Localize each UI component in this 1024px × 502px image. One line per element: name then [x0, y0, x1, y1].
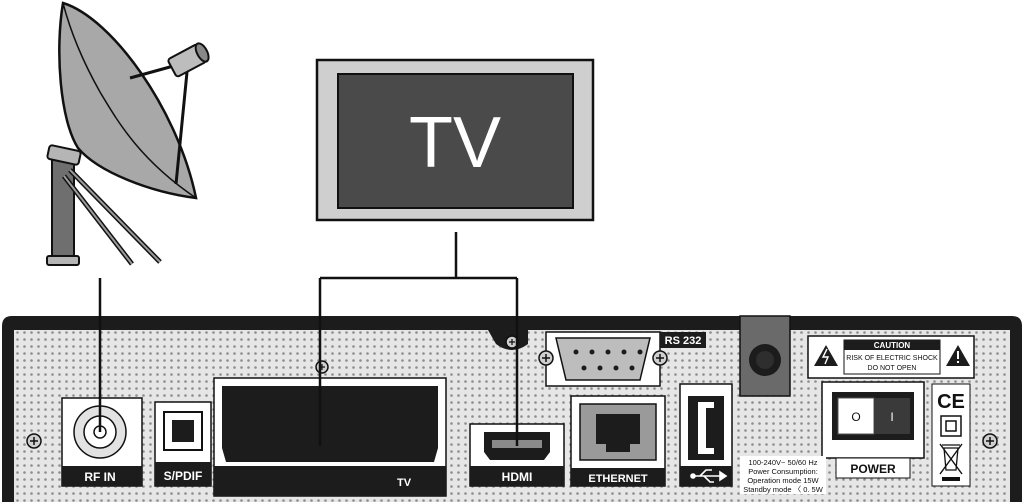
spdif-label: S/PDIF — [164, 469, 203, 483]
rf-in-label: RF IN — [84, 470, 115, 484]
rs232-screw-left-icon — [538, 350, 554, 366]
power-on-mark: I — [890, 410, 893, 424]
hdmi-port: HDMI — [469, 423, 565, 487]
connection-cables — [98, 232, 519, 446]
screw-right-icon — [982, 433, 998, 449]
power-off-mark: O — [851, 410, 860, 424]
weee-bin-icon — [939, 443, 963, 481]
screw-left-icon — [26, 433, 42, 449]
spec-line3: Operation mode 15W — [747, 476, 819, 485]
rs232-screw-right-icon — [652, 350, 668, 366]
caution-label: CAUTION RISK OF ELECTRIC SHOCK DO NOT OP… — [807, 335, 975, 379]
double-insulation-icon — [940, 415, 962, 437]
spdif-port: S/PDIF — [154, 401, 212, 487]
usb-port — [679, 383, 733, 487]
scart-port: TV — [213, 377, 447, 497]
spec-line1: 100-240V~ 50/60 Hz — [748, 458, 817, 467]
scart-tv-label: TV — [397, 477, 412, 489]
caution-line2: DO NOT OPEN — [868, 365, 917, 372]
spec-line2: Power Consumption: — [748, 467, 818, 476]
spec-label: 100-240V~ 50/60 Hz Power Consumption: Op… — [740, 456, 826, 494]
tv-screen-label: TV — [409, 103, 501, 183]
spec-line4: Standby mode 〈 0. 5W — [743, 485, 824, 494]
warning-right-icon — [946, 345, 970, 366]
rs232-port: RS 232 — [538, 331, 706, 387]
scart-screw-icon — [315, 360, 329, 374]
usb-icon — [690, 469, 728, 483]
caution-line1: RISK OF ELECTRIC SHOCK — [846, 355, 938, 362]
ethernet-port: ETHERNET — [570, 395, 666, 487]
warning-left-icon — [814, 345, 838, 366]
rs232-label: RS 232 — [665, 335, 702, 347]
top-screw-icon — [505, 335, 519, 349]
caution-title: CAUTION — [874, 341, 911, 350]
power-label: POWER — [850, 462, 896, 476]
tv-icon: TV — [315, 58, 595, 222]
power-socket — [739, 315, 791, 397]
ce-mark: CE — [937, 391, 965, 413]
power-switch: O I POWER — [821, 381, 925, 479]
rf-in-port: RF IN — [61, 397, 143, 487]
ethernet-label: ETHERNET — [588, 473, 648, 485]
hdmi-label: HDMI — [502, 470, 533, 484]
certification-marks: CE — [931, 383, 971, 487]
satellite-dish-icon — [46, 1, 210, 266]
